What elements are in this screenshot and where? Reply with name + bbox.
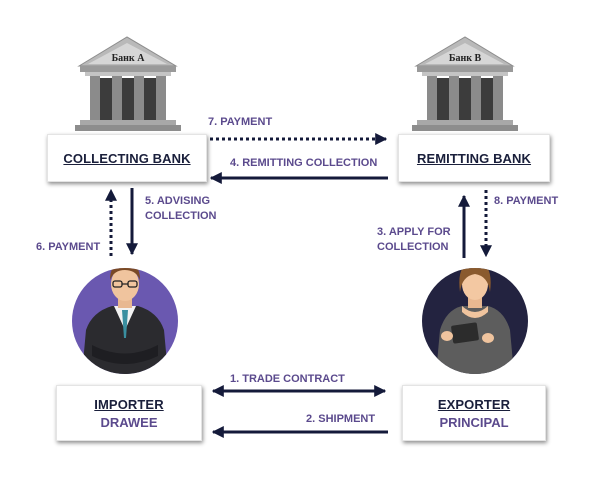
bank-a-sign: Банк А: [111, 53, 145, 64]
shipment-label: 2. SHIPMENT: [306, 413, 376, 425]
importer-subtitle: DRAWEE: [100, 414, 158, 430]
bank-a-icon: [75, 36, 181, 131]
advising-collection-label: 5. ADVISING COLLECTION: [145, 195, 217, 222]
remitting-bank-title: REMITTING BANK: [416, 150, 532, 166]
apply-for-collection-label: 3. APPLY FOR COLLECTION: [377, 226, 451, 253]
collecting-bank-title: COLLECTING BANK: [63, 150, 191, 166]
remitting-collection-label: 4. REMITTING COLLECTION: [230, 157, 378, 169]
remitting-bank-box: REMITTING BANK: [398, 134, 550, 182]
payment-banks-label: 7. PAYMENT: [208, 116, 273, 128]
bank-b-sign: Банк В: [448, 53, 482, 64]
importer-avatar: [72, 268, 178, 374]
exporter-avatar: [422, 268, 528, 374]
collecting-bank-box: COLLECTING BANK: [47, 134, 207, 182]
exporter-box: EXPORTER PRINCIPAL: [402, 385, 546, 441]
exporter-subtitle: PRINCIPAL: [439, 414, 509, 430]
bank-b-icon: [412, 36, 518, 131]
trade-contract-label: 1. TRADE CONTRACT: [230, 373, 345, 385]
payment-exporter-label: 8. PAYMENT: [494, 195, 559, 207]
importer-box: IMPORTER DRAWEE: [56, 385, 202, 441]
payment-importer-label: 6. PAYMENT: [36, 241, 101, 253]
importer-title: IMPORTER: [94, 396, 164, 412]
exporter-title: EXPORTER: [437, 396, 511, 412]
